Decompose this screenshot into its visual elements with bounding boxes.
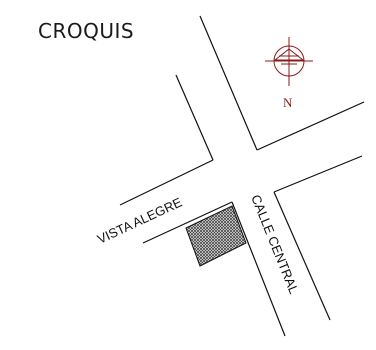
north-label: N bbox=[283, 95, 293, 110]
road-edge-lower-right-down bbox=[273, 191, 331, 321]
road-edge-lower-left-down bbox=[231, 201, 286, 337]
road-edge-upper-left-inner bbox=[119, 159, 214, 206]
compass-north-icon bbox=[265, 37, 313, 86]
road-edge-lower-right bbox=[273, 155, 363, 193]
map-title: CROQUIS bbox=[38, 19, 134, 43]
road-edge-upper-left-outer bbox=[175, 74, 214, 161]
road-edge-upper-right-inner bbox=[256, 101, 365, 151]
road-edge-upper-right-outer bbox=[199, 15, 258, 151]
property-lot bbox=[185, 205, 247, 267]
street-label-calle-central: CALLE CENTRAL bbox=[248, 193, 301, 296]
road-edge-lower-left bbox=[142, 201, 233, 244]
street-label-vista-alegre: VISTA ALEGRE bbox=[95, 194, 185, 246]
